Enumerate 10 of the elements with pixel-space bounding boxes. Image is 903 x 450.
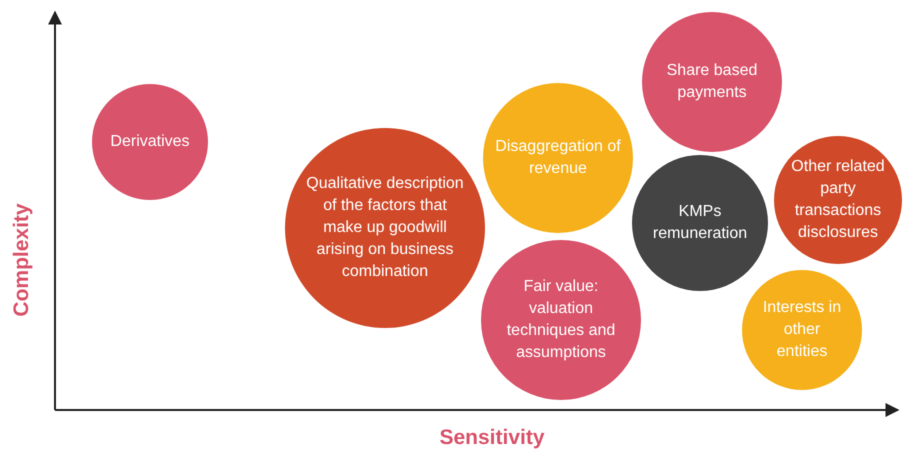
bubble-label: Derivatives — [110, 132, 190, 152]
bubble-label: KMPs remuneration — [652, 202, 748, 244]
bubble-label: Other related party transactions disclosures — [790, 157, 886, 243]
bubble-label: Interests in other entities — [762, 298, 842, 362]
bubble-label: Share based payments — [666, 61, 758, 103]
axis-title: Complexity — [10, 203, 34, 317]
bubble-label: Qualitative description of the factors that make up goodwill arising on business combination — [305, 174, 465, 282]
bubble-label: Disaggregation of revenue — [494, 137, 622, 179]
bubble-label: Fair value: valuation techniques and assumptions — [506, 277, 616, 363]
axis-title: Sensitivity — [439, 426, 545, 450]
